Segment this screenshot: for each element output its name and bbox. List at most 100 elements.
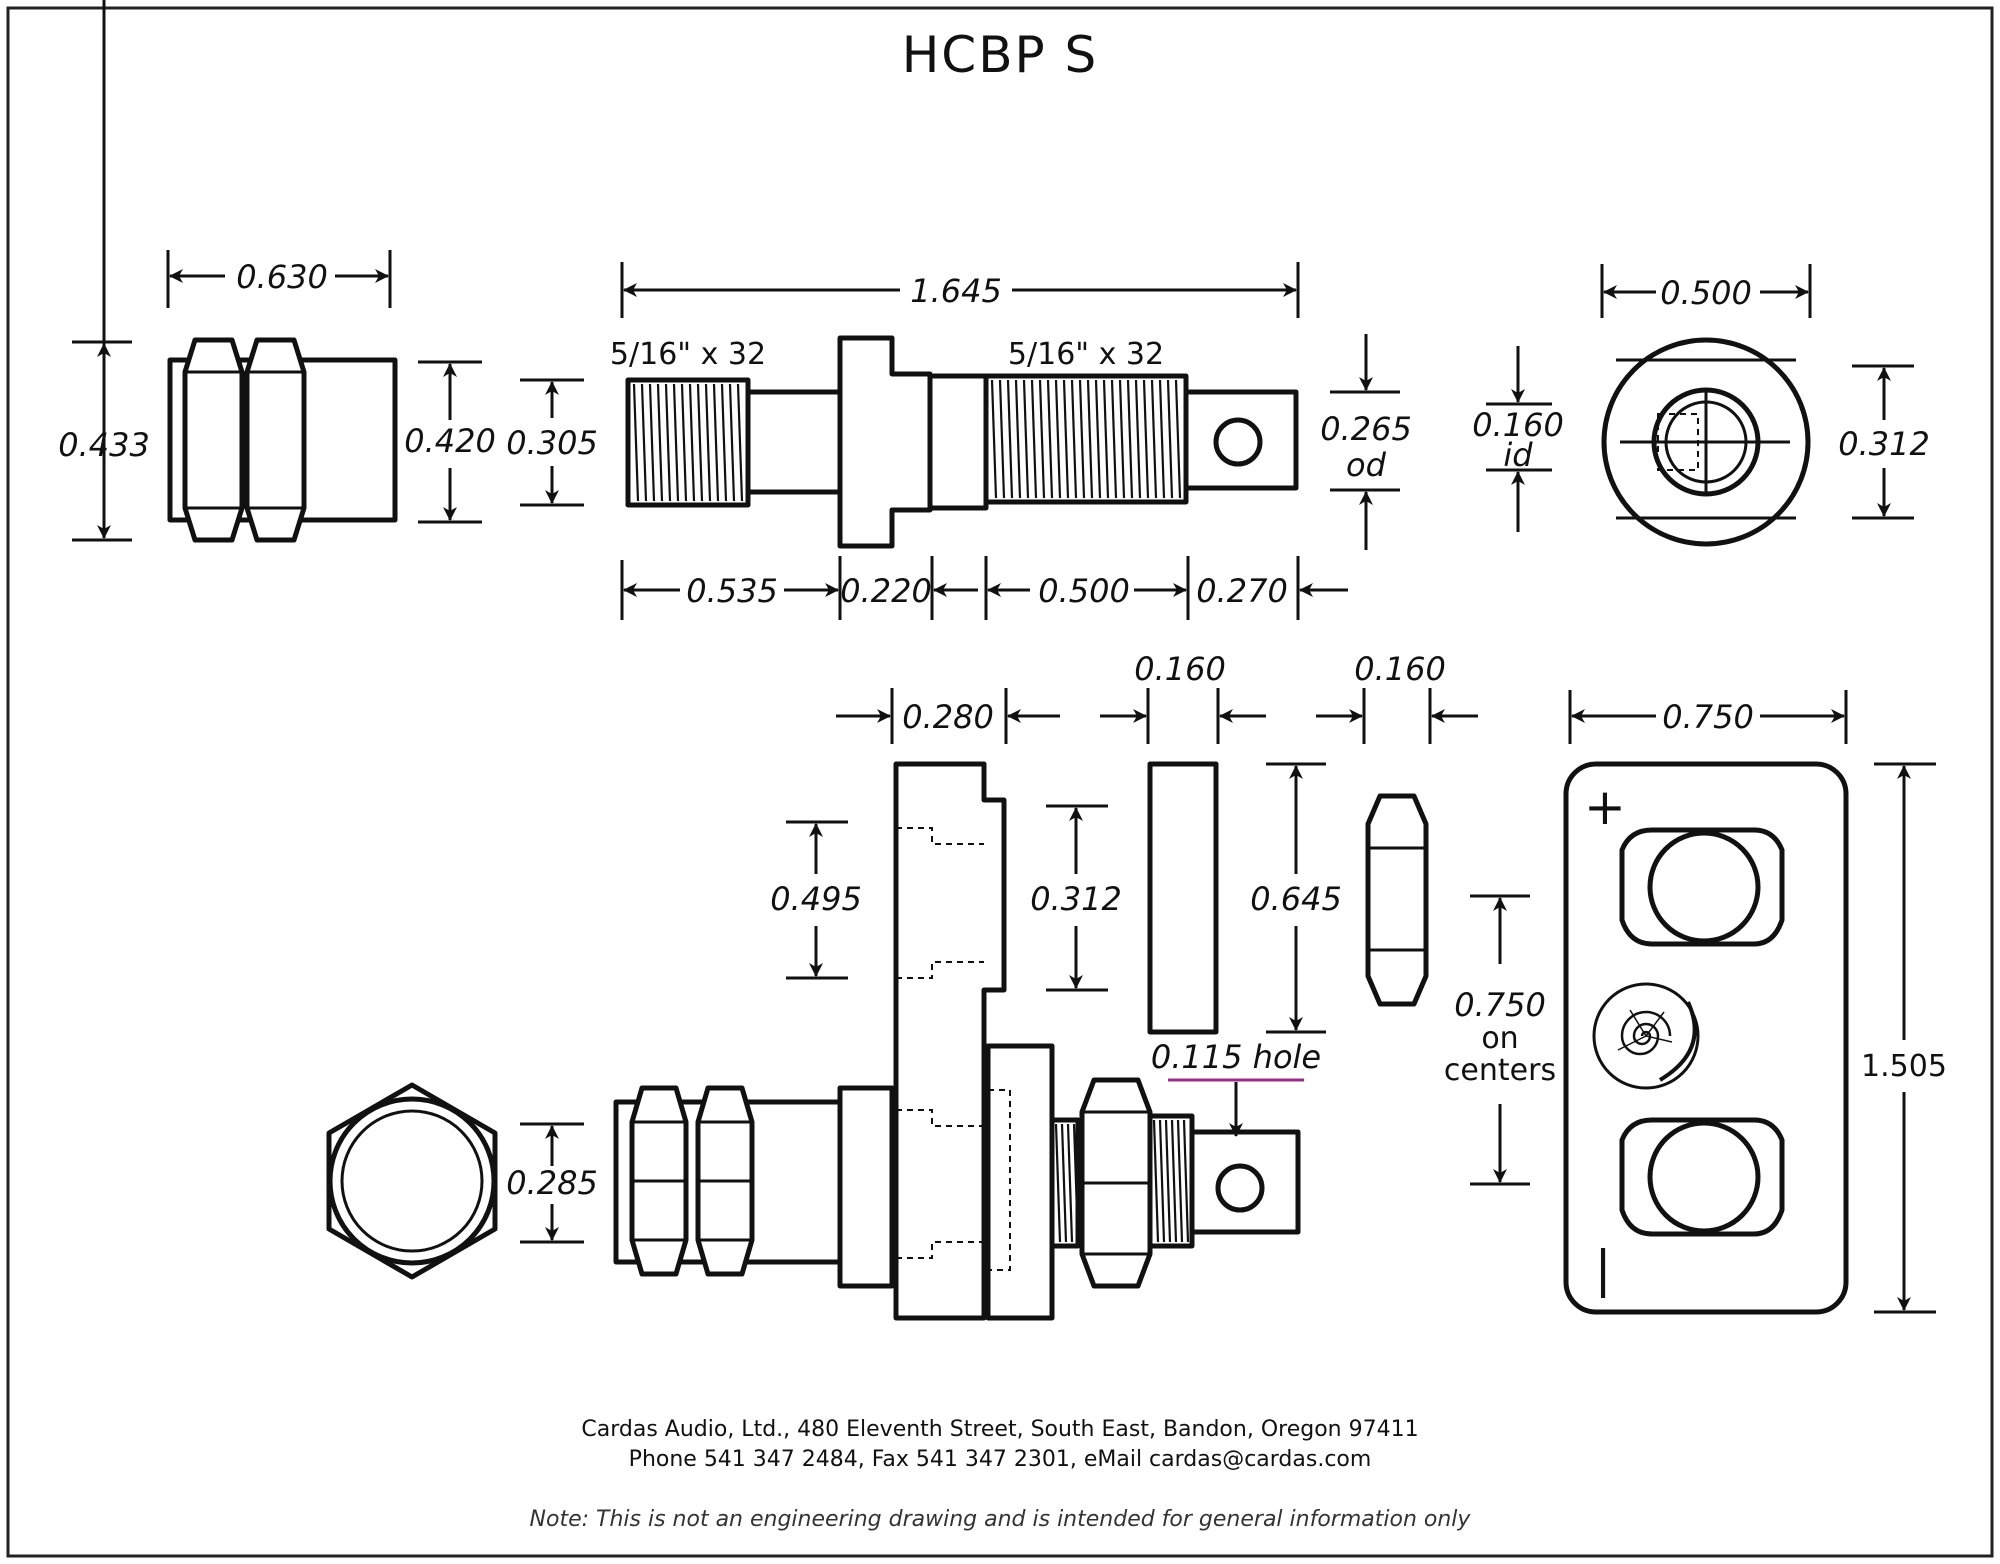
thread-line [1126, 379, 1134, 499]
thread-line [1094, 379, 1102, 499]
dim-hex-dia-label: 0.285 [506, 1164, 598, 1202]
dim-washer-height: 0.645 [1250, 762, 1342, 1034]
thread-line [1142, 379, 1150, 499]
thread-line [1066, 1123, 1074, 1243]
hole-callout: 0.115 hole [1151, 1038, 1321, 1137]
nut-side-view [167, 337, 398, 543]
dim-seg-3: 0.500 [1038, 572, 1130, 610]
thread-line [1158, 379, 1166, 499]
dim-washer-thickness-label: 0.160 [1134, 650, 1226, 688]
thread-line [736, 383, 744, 502]
dim-flange-step: 0.495 [770, 820, 862, 980]
dim-plate-width-label: 0.750 [1662, 698, 1754, 736]
dim-nut-body: 0.420 [404, 360, 496, 524]
dim-on-centers: 0.750 on centers [1444, 894, 1556, 1186]
dim-nut-width-label: 0.630 [236, 258, 328, 296]
thread-line [1174, 379, 1182, 499]
footer-note: Note: This is not an engineering drawing… [530, 1507, 1472, 1532]
dim-thread-dia-label: 0.305 [506, 424, 598, 462]
thread-line [728, 383, 736, 502]
dim-nut-width: 0.630 [166, 250, 392, 308]
thread-line [1166, 379, 1174, 499]
dim-post-length-label: 1.645 [910, 272, 1002, 310]
dim-plate-width: 0.750 [1568, 690, 1848, 744]
dim-end-width-label: 0.500 [1660, 274, 1752, 312]
dim-end-id-value: 0.160 [1472, 406, 1564, 444]
dim-lug-od-unit: od [1346, 446, 1387, 484]
thread-line [1158, 1119, 1166, 1243]
thread-line [1072, 1123, 1080, 1243]
plus-sign: + [1584, 778, 1628, 836]
dim-flange-boss: 0.312 [1030, 804, 1122, 992]
post-side-view [625, 335, 1299, 549]
thread-line [712, 383, 720, 502]
thread-line [1176, 1119, 1184, 1243]
dim-nut-thickness-label: 0.160 [1354, 650, 1446, 688]
dim-end-id: 0.160 id [1472, 346, 1564, 532]
hex-end-view [326, 1082, 498, 1280]
thread-line [720, 383, 728, 502]
dim-flange-boss-label: 0.312 [1030, 880, 1122, 918]
dim-nut-thickness: 0.160 [1316, 650, 1478, 744]
thread-line [1152, 1119, 1160, 1243]
thread-line [1102, 379, 1110, 499]
thread-line [1046, 379, 1054, 499]
thread-label-right: 5/16" x 32 [1008, 337, 1164, 372]
dim-seg-1: 0.535 [686, 572, 778, 610]
thread-label-left: 5/16" x 32 [610, 337, 766, 372]
loose-nut [1365, 793, 1429, 1007]
dim-plate-height: 1.505 [1861, 762, 1947, 1314]
thread-line [704, 383, 712, 502]
dim-post-length: 1.645 [620, 262, 1300, 318]
thread-line [990, 379, 998, 499]
dim-hex-dia: 0.285 [506, 1122, 598, 1244]
dim-plate-height-label: 1.505 [1861, 1049, 1947, 1084]
footer-address: Cardas Audio, Ltd., 480 Eleventh Street,… [581, 1417, 1418, 1442]
loose-washer [1147, 761, 1219, 1035]
dim-end-width: 0.500 [1600, 264, 1812, 318]
dim-end-height: 0.312 [1838, 364, 1930, 520]
thread-line [1038, 379, 1046, 499]
thread-line [1110, 379, 1118, 499]
thread-line [1054, 379, 1062, 499]
thread-line [632, 383, 640, 502]
drawing-frame [6, 6, 1994, 1558]
dim-seg-2: 0.220 [840, 572, 932, 610]
thread-line [1022, 379, 1030, 499]
thread-line [1150, 379, 1158, 499]
thread-line [688, 383, 696, 502]
thread-line [1030, 379, 1038, 499]
dim-post-segments: 0.535 0.220 0.500 0.270 [620, 556, 1348, 620]
assembly-side-view [613, 1085, 895, 1289]
thread-line [640, 383, 648, 502]
hole-label: 0.115 hole [1151, 1038, 1321, 1076]
thread-line [1182, 1119, 1190, 1243]
thread-line [1170, 1119, 1178, 1243]
dim-on-centers-line3: centers [1444, 1053, 1556, 1088]
thread-line [656, 383, 664, 502]
dim-lug-od: 0.265 od [1320, 334, 1412, 550]
dim-end-id-unit: id [1503, 436, 1533, 474]
dim-washer-height-label: 0.645 [1250, 880, 1342, 918]
thread-line [1014, 379, 1022, 499]
terminal-plate: + | [1563, 761, 1849, 1315]
thread-line [1134, 379, 1142, 499]
assembly-nut [1049, 1077, 1301, 1289]
post-end-view [1601, 337, 1811, 547]
dim-flange-width-label: 0.280 [902, 698, 994, 736]
thread-line [998, 379, 1006, 499]
thread-line [680, 383, 688, 502]
nautilus-logo-icon [1592, 982, 1700, 1090]
dim-lug-od-value: 0.265 [1320, 410, 1412, 448]
thread-line [1062, 379, 1070, 499]
thread-line [648, 383, 656, 502]
thread-line [1006, 379, 1014, 499]
thread-line [696, 383, 704, 502]
dim-nut-body-label: 0.420 [404, 422, 496, 460]
flange-plate [893, 761, 1007, 1321]
thread-line [1164, 1119, 1172, 1243]
dim-flange-width: 0.280 [836, 688, 1060, 744]
dim-seg-4: 0.270 [1196, 572, 1288, 610]
footer-contact: Phone 541 347 2484, Fax 541 347 2301, eM… [629, 1447, 1372, 1472]
